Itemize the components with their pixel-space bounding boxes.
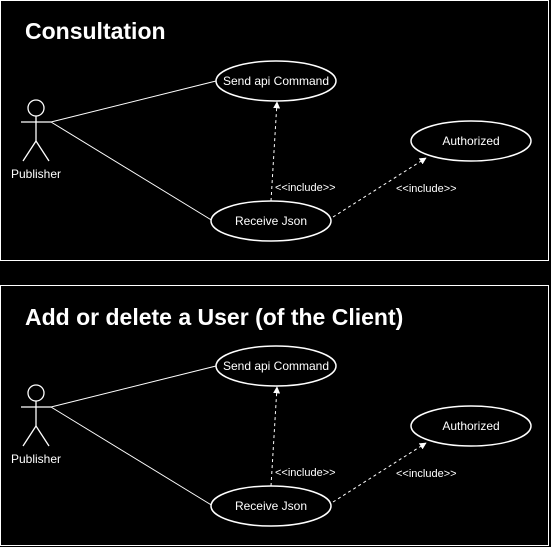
- svg-text:Send api Command: Send api Command: [223, 359, 329, 373]
- include-arrow: [270, 386, 281, 487]
- include-label: <<include>>: [396, 183, 457, 195]
- use-case-authorized: Authorized: [410, 405, 532, 447]
- diagram-title: Add or delete a User (of the Client): [25, 304, 403, 330]
- svg-text:Authorized: Authorized: [442, 419, 499, 433]
- svg-text:Receive Json: Receive Json: [235, 214, 307, 228]
- svg-text:Receive Json: Receive Json: [235, 499, 307, 513]
- use-case-send-api-command: Send api Command: [215, 60, 337, 102]
- use-case-receive-json: Receive Json: [210, 200, 332, 242]
- actor-icon: [21, 384, 51, 447]
- include-label: <<include>>: [275, 467, 336, 479]
- include-label: <<include>>: [396, 468, 457, 480]
- actor-label: Publisher: [11, 167, 61, 181]
- svg-text:Send api Command: Send api Command: [223, 74, 329, 88]
- include-label: <<include>>: [275, 182, 336, 194]
- actor-icon: [21, 99, 51, 162]
- diagram-title: Consultation: [25, 18, 166, 44]
- use-case-authorized: Authorized: [410, 120, 532, 162]
- association-line: [50, 80, 217, 123]
- use-case-diagram: Add or delete a User (of the Client) <<i…: [11, 304, 532, 527]
- association-line: [50, 365, 217, 408]
- diagram-panel-consultation: Consultation <<include>> <<include>> Pub…: [0, 0, 549, 261]
- use-case-diagram: Consultation <<include>> <<include>> Pub…: [11, 18, 532, 242]
- association-line: [50, 121, 214, 222]
- include-arrow: [332, 157, 427, 218]
- actor-label: Publisher: [11, 452, 61, 466]
- svg-text:Authorized: Authorized: [442, 134, 499, 148]
- association-line: [50, 406, 214, 507]
- use-case-receive-json: Receive Json: [210, 485, 332, 527]
- include-arrow: [270, 101, 281, 202]
- diagram-panel-add-delete-user: Add or delete a User (of the Client) <<i…: [0, 285, 549, 546]
- include-arrow: [332, 442, 427, 503]
- use-case-send-api-command: Send api Command: [215, 345, 337, 387]
